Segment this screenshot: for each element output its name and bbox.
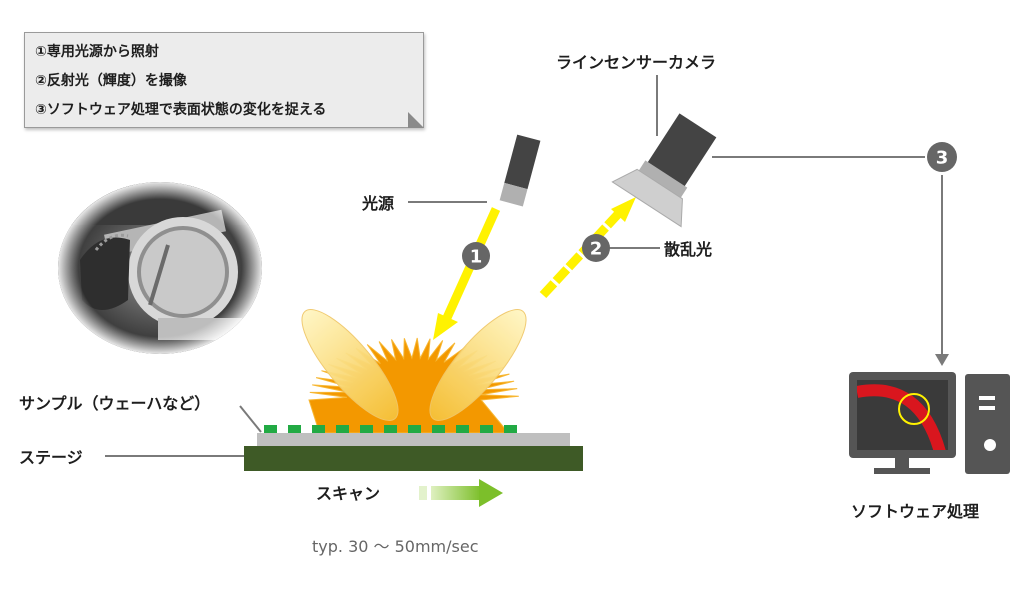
computer: [849, 372, 1010, 474]
light-source-device: [499, 134, 541, 207]
reflection-lobe-right: [429, 309, 527, 421]
scan-arrow: [419, 479, 503, 507]
sample-dot: [480, 425, 493, 433]
label-sample: サンプル（ウェーハなど）: [19, 394, 211, 413]
note-fold: [408, 112, 424, 128]
leader-sample: [239, 405, 262, 433]
note-line-3: ③ソフトウェア処理で表面状態の変化を捉える: [35, 102, 327, 118]
scan-speed: typ. 30 〜 50mm/sec: [312, 537, 479, 556]
reflection-lobe-left: [301, 309, 399, 421]
sample-dot: [336, 425, 349, 433]
step-badge-1: 1: [462, 242, 490, 270]
label-camera: ラインセンサーカメラ: [556, 53, 717, 72]
label-light-source: 光源: [362, 194, 395, 213]
pc-tower: [965, 374, 1010, 474]
label-scattered-light: 散乱光: [664, 240, 713, 259]
label-stage: ステージ: [19, 448, 83, 467]
step-badge-2: 2: [582, 234, 610, 262]
sample-pattern: [264, 425, 517, 433]
sample-dot: [432, 425, 445, 433]
camera-device: [611, 113, 717, 228]
sample-dot: [360, 425, 373, 433]
defect-highlight: [898, 393, 930, 425]
label-software: ソフトウェア処理: [851, 502, 980, 521]
sample-dot: [312, 425, 325, 433]
svg-text:2: 2: [590, 239, 603, 260]
procedure-note: ①専用光源から照射 ②反射光（輝度）を撮像 ③ソフトウェア処理で表面状態の変化を…: [24, 32, 424, 128]
svg-text:3: 3: [936, 148, 949, 169]
note-line-2: ②反射光（輝度）を撮像: [35, 73, 187, 89]
sample-dot: [384, 425, 397, 433]
sample-dot: [456, 425, 469, 433]
svg-text:1: 1: [470, 247, 483, 268]
scattered-beam: [539, 197, 636, 299]
step-badge-3: 3: [927, 142, 957, 172]
label-scan: スキャン: [316, 484, 381, 503]
note-line-1: ①専用光源から照射: [35, 44, 159, 60]
signal-line: [712, 156, 949, 366]
inset-photo: [58, 182, 262, 354]
incident-beam: [433, 207, 501, 340]
sample-dot: [264, 425, 277, 433]
stage: [244, 446, 583, 471]
sample-wafer: [257, 433, 570, 446]
sample-dot: [288, 425, 301, 433]
sample-dot: [504, 425, 517, 433]
sample-dot: [408, 425, 421, 433]
